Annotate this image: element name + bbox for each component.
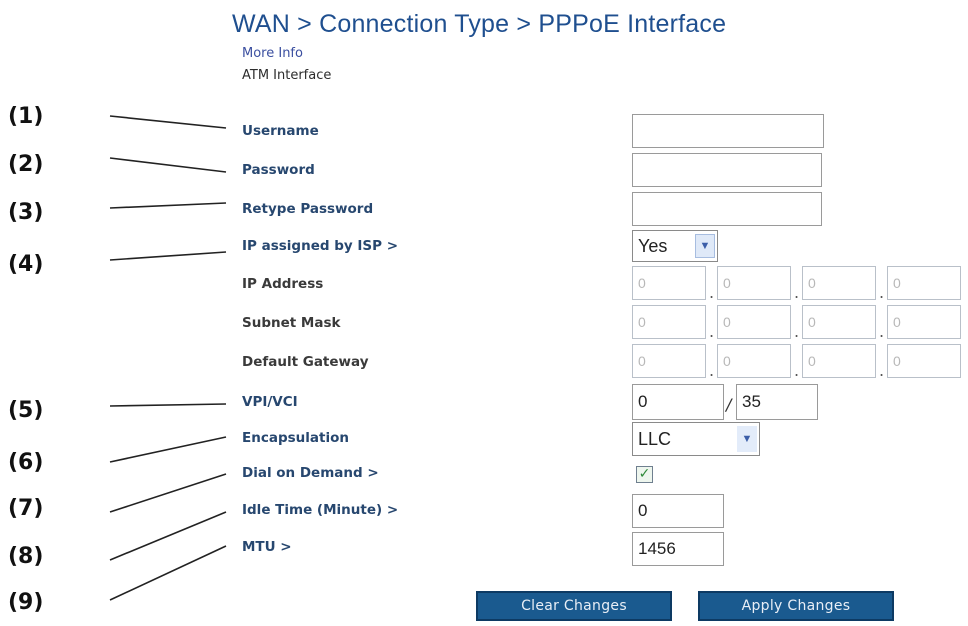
vpi-vci-label: VPI/VCI: [242, 394, 298, 410]
leader-line-5: [109, 403, 227, 407]
chevron-down-icon[interactable]: ▼: [695, 234, 715, 258]
encapsulation-value: LLC: [638, 428, 672, 449]
leader-line-8: [109, 511, 227, 561]
encapsulation-select[interactable]: LLC ▼: [632, 422, 760, 456]
password-label: Password: [242, 162, 315, 178]
callout-9: (9): [8, 590, 44, 615]
leader-line-9: [109, 545, 227, 601]
ip-address-label: IP Address: [242, 276, 324, 292]
leader-line-6: [109, 436, 227, 463]
clear-changes-button[interactable]: Clear Changes: [476, 591, 672, 621]
octet-separator: .: [794, 361, 800, 380]
username-label: Username: [242, 123, 319, 139]
octet-separator: .: [709, 361, 715, 380]
leader-line-2: [109, 157, 227, 173]
ip-assigned-select[interactable]: Yes ▼: [632, 230, 718, 262]
octet-separator: .: [794, 283, 800, 302]
mtu-input[interactable]: [632, 532, 724, 566]
ip-address-octet-4[interactable]: [887, 266, 961, 300]
default-gateway-octet-3[interactable]: [802, 344, 876, 378]
octet-separator: .: [794, 322, 800, 341]
vci-input[interactable]: [736, 384, 818, 420]
retype-password-input[interactable]: [632, 192, 822, 226]
ip-address-octet-1[interactable]: [632, 266, 706, 300]
octet-separator: .: [879, 322, 885, 341]
subnet-mask-octet-1[interactable]: [632, 305, 706, 339]
octet-separator: .: [709, 322, 715, 341]
callout-7: (7): [8, 496, 44, 521]
ip-assigned-label: IP assigned by ISP >: [242, 238, 399, 254]
password-input[interactable]: [632, 153, 822, 187]
dial-on-demand-checkbox[interactable]: ✓: [636, 466, 653, 483]
callout-8: (8): [8, 544, 44, 569]
callout-2: (2): [8, 152, 44, 177]
subnet-mask-octet-2[interactable]: [717, 305, 791, 339]
ip-address-octet-2[interactable]: [717, 266, 791, 300]
octet-separator: .: [879, 361, 885, 380]
default-gateway-octet-4[interactable]: [887, 344, 961, 378]
leader-line-4: [109, 251, 227, 261]
mtu-label: MTU >: [242, 539, 292, 555]
section-subtitle: ATM Interface: [242, 68, 332, 83]
leader-line-1: [109, 115, 227, 129]
ip-address-octet-3[interactable]: [802, 266, 876, 300]
octet-separator: .: [709, 283, 715, 302]
more-info-link[interactable]: More Info: [242, 46, 303, 61]
username-input[interactable]: [632, 114, 824, 148]
idle-time-input[interactable]: [632, 494, 724, 528]
leader-line-3: [109, 202, 227, 209]
leader-line-7: [109, 473, 227, 513]
ip-assigned-value: Yes: [638, 235, 668, 256]
octet-separator: .: [879, 283, 885, 302]
retype-password-label: Retype Password: [242, 201, 374, 217]
vpi-vci-separator: /: [726, 395, 732, 414]
subnet-mask-label: Subnet Mask: [242, 315, 341, 331]
default-gateway-octet-2[interactable]: [717, 344, 791, 378]
callout-3: (3): [8, 200, 44, 225]
default-gateway-octet-1[interactable]: [632, 344, 706, 378]
subnet-mask-octet-3[interactable]: [802, 305, 876, 339]
subnet-mask-octet-4[interactable]: [887, 305, 961, 339]
callout-1: (1): [8, 104, 44, 129]
dial-on-demand-label: Dial on Demand >: [242, 465, 379, 481]
idle-time-label: Idle Time (Minute) >: [242, 502, 399, 518]
callout-4: (4): [8, 252, 44, 277]
default-gateway-label: Default Gateway: [242, 354, 369, 370]
callout-6: (6): [8, 450, 44, 475]
callout-5: (5): [8, 398, 44, 423]
encapsulation-label: Encapsulation: [242, 430, 349, 446]
chevron-down-icon[interactable]: ▼: [737, 426, 757, 452]
vpi-input[interactable]: [632, 384, 724, 420]
page-title: WAN > Connection Type > PPPoE Interface: [232, 10, 727, 38]
apply-changes-button[interactable]: Apply Changes: [698, 591, 894, 621]
